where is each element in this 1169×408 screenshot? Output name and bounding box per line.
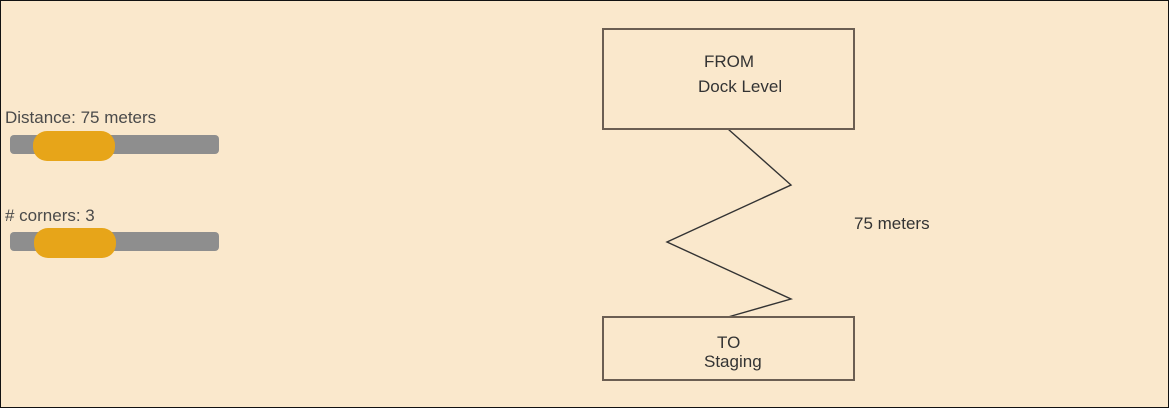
from-title: FROM	[704, 52, 754, 71]
zigzag-path	[665, 128, 794, 318]
distance-slider-track[interactable]	[10, 131, 219, 161]
corners-label: # corners: 3	[5, 206, 95, 225]
to-name: Staging	[704, 352, 762, 371]
distance-slider-thumb[interactable]	[33, 131, 115, 161]
distance-annotation: 75 meters	[854, 214, 930, 233]
distance-label: Distance: 75 meters	[5, 108, 157, 127]
from-box	[602, 28, 855, 130]
to-box	[602, 316, 855, 381]
corners-slider-track[interactable]	[10, 228, 219, 258]
to-title: TO	[717, 333, 740, 352]
from-name: Dock Level	[698, 77, 782, 96]
corners-slider-thumb[interactable]	[34, 228, 116, 258]
